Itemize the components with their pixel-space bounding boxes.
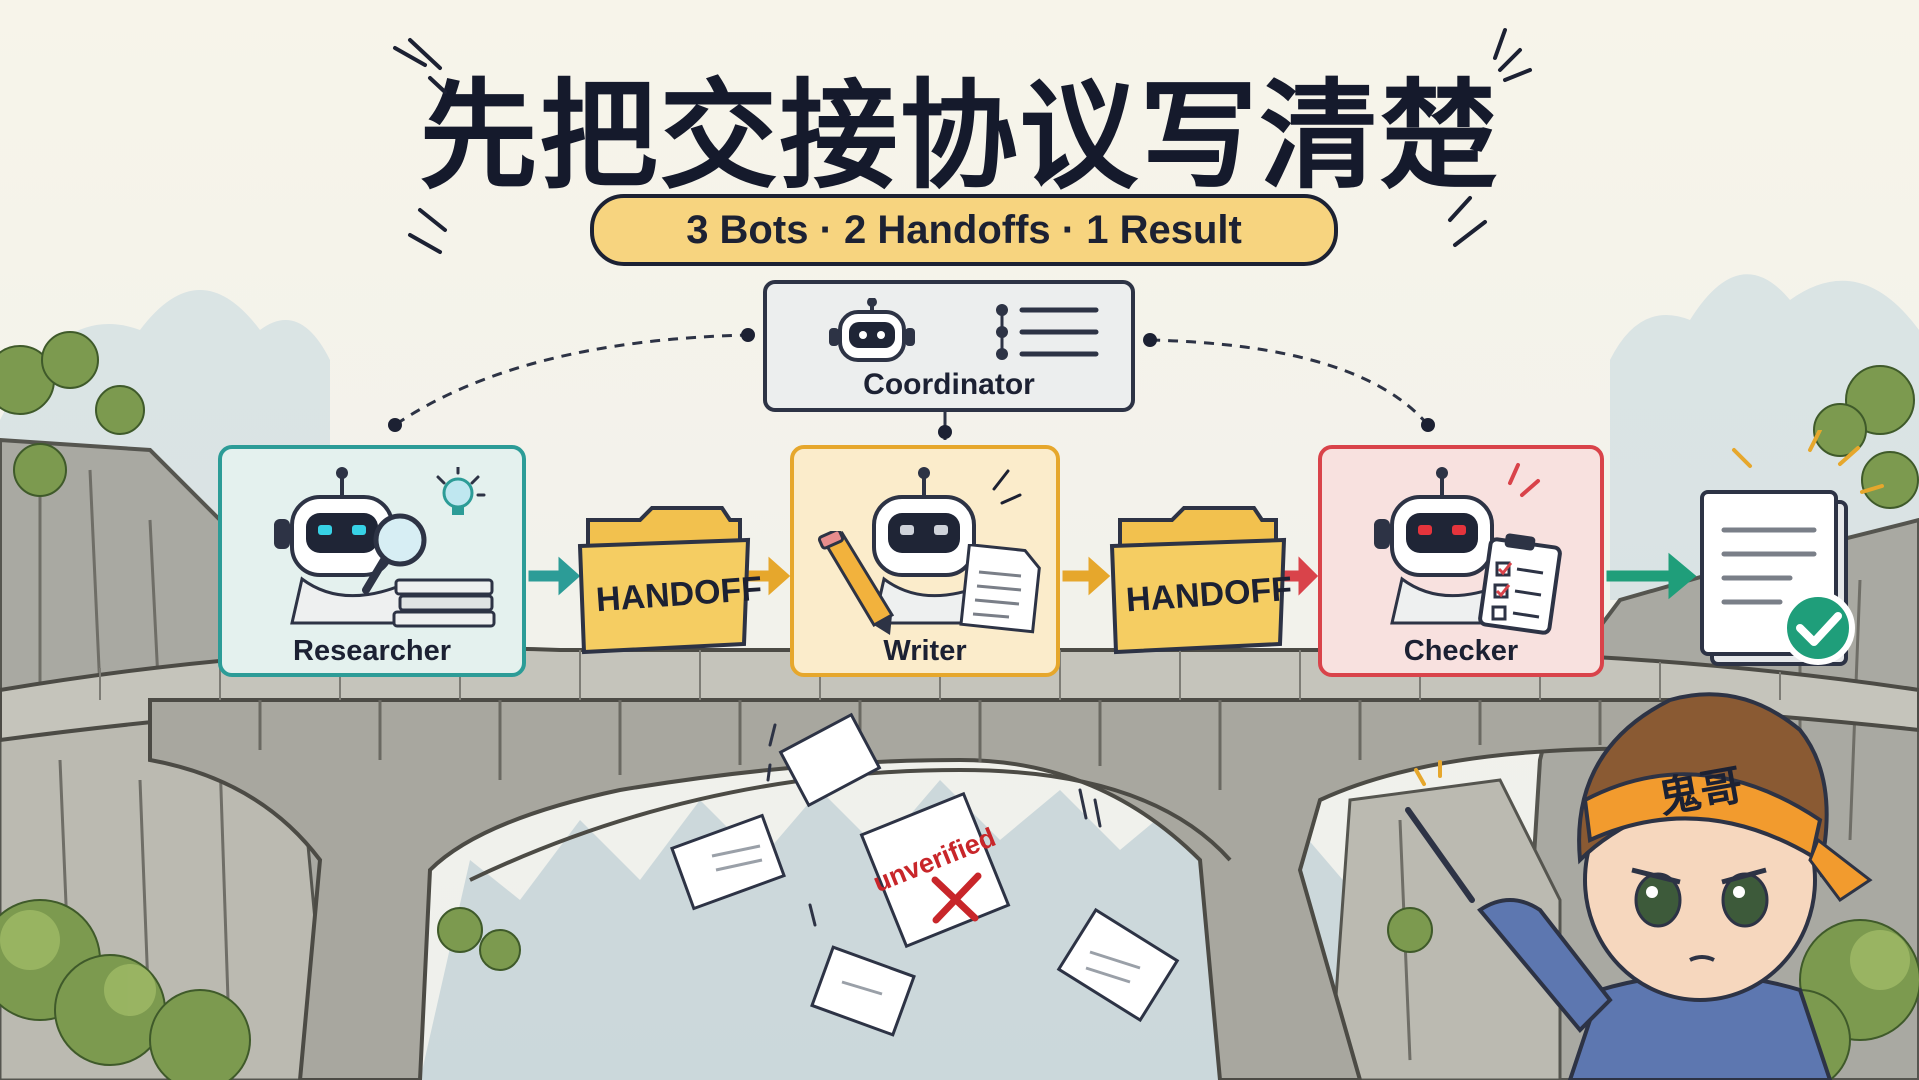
coordinator-card: Coordinator [763, 280, 1135, 412]
checkmark-icon [1781, 591, 1855, 665]
folder-icon [1109, 506, 1287, 655]
arrow-right-icon [1284, 556, 1319, 596]
document-icon [959, 544, 1041, 634]
page-title: 先把交接协议写清楚 [419, 67, 1500, 205]
arrow-right-icon [1062, 556, 1111, 596]
lightbulb-icon [436, 467, 486, 515]
title-sparkles [393, 28, 1532, 254]
arrow-right-icon [746, 556, 791, 596]
researcher-card: Researcher [218, 445, 526, 677]
books-icon [392, 578, 496, 628]
character-guide [1405, 692, 1873, 1080]
robot-checker-icon [1374, 463, 1540, 625]
researcher-label: Researcher [293, 635, 451, 667]
checker-card: Checker [1318, 445, 1604, 677]
writer-card: Writer [790, 445, 1060, 677]
summary-badge: 3 Bots · 2 Handoffs · 1 Result [590, 194, 1338, 266]
pencil-icon [817, 531, 895, 635]
robot-icon [829, 298, 915, 362]
robot-writer-icon [872, 467, 1022, 625]
checker-label: Checker [1403, 635, 1519, 667]
arrow-right-icon [528, 556, 581, 596]
list-icon [996, 304, 1099, 360]
result-document [1700, 430, 1884, 666]
magnifier-icon [362, 513, 427, 594]
folder-icon [577, 506, 751, 655]
coordinator-label: Coordinator [863, 368, 1035, 401]
clipboard-icon [1478, 533, 1562, 635]
writer-label: Writer [883, 635, 967, 667]
arrow-right-icon [1606, 552, 1697, 600]
